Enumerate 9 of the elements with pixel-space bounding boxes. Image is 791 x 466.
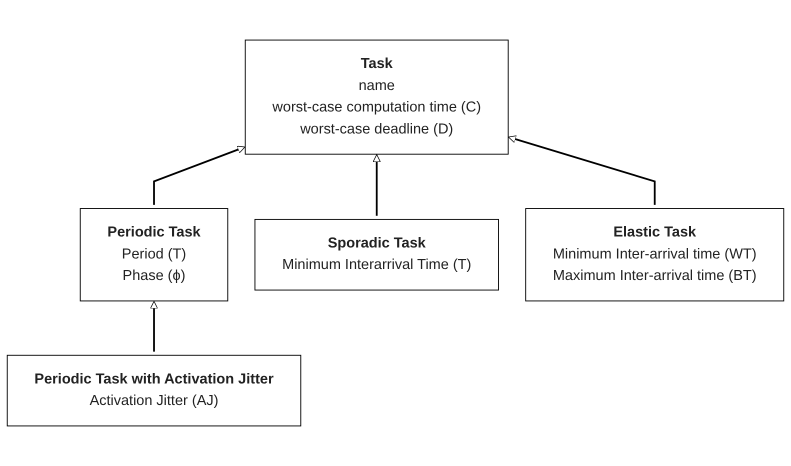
arrow [153,146,246,205]
node-box: Sporadic Task Minimum Interarrival Time (T) [254,218,499,291]
node-box: Periodic Task Period (T) Phase (ϕ) [80,208,228,302]
node-box: Periodic Task with Activation Jitter Activation Jitter (AJ) [6,354,302,426]
node-box: Task name worst-case computation time (C) worst-case deadline (D) [244,40,509,155]
arrow [508,135,656,205]
arrow [372,154,381,216]
node-box: Elastic Task Minimum Inter-arrival time (WT) Maximum Inter-arrival time (BT) [525,208,784,302]
arrow [150,300,158,352]
